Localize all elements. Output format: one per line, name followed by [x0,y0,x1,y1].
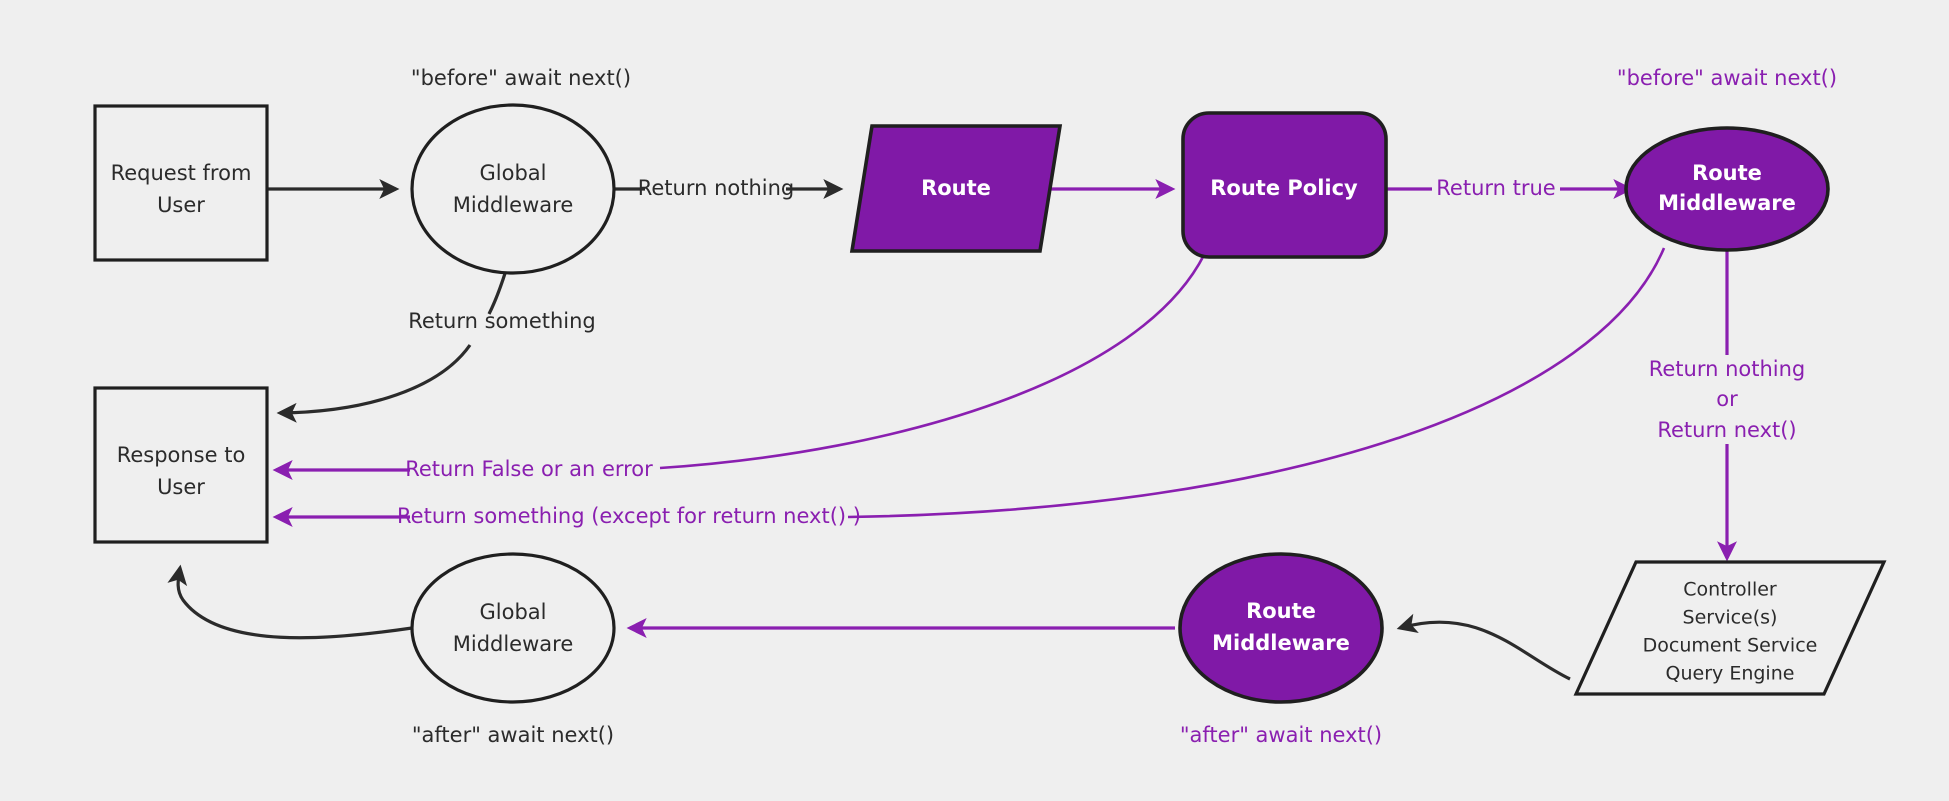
annotation-before-await-next-global: "before" await next() [411,66,631,90]
node-global-middleware-bottom[interactable]: Global Middleware [410,552,616,704]
node-route-middleware-bottom-label-line1: Route [1246,599,1316,623]
node-route-middleware-bottom[interactable]: Route Middleware [1178,552,1384,704]
node-response-to-user-label-line1: Response to [117,443,246,467]
edge-global-middleware-to-response-lower [276,344,472,423]
annotation-after-await-next-route: "after" await next() [1180,723,1382,747]
edge-controller-to-route-middleware-bottom [1396,613,1571,681]
node-route[interactable]: Route [849,124,1063,253]
node-global-middleware-bottom-label-line1: Global [480,600,547,624]
annotation-before-await-next-route: "before" await next() [1617,66,1837,90]
edge-global-middleware-bottom-to-response [167,564,413,640]
node-global-middleware-top-label-line2: Middleware [453,193,574,217]
node-global-middleware-bottom-label-line2: Middleware [453,632,574,656]
edge-label-return-something-top: Return something [408,309,596,333]
node-route-middleware-top-label-line1: Route [1692,161,1762,185]
node-route-middleware-bottom-label-line2: Middleware [1212,631,1350,655]
node-route-label: Route [921,176,991,200]
node-controller-services[interactable]: Controller Service(s) Document Service Q… [1573,560,1887,696]
annotation-after-await-next-global: "after" await next() [412,723,614,747]
node-global-middleware-top[interactable]: Global Middleware [410,103,616,275]
node-route-policy-label: Route Policy [1210,176,1358,200]
node-controller-services-label-line1: Controller [1683,579,1777,601]
node-controller-services-label-line4: Query Engine [1666,663,1795,685]
node-response-to-user-label-line2: User [157,475,205,499]
edge-label-return-nothing-or-next-line1: Return nothing [1649,357,1806,381]
node-request-from-user-label-line2: User [157,193,205,217]
edge-label-return-nothing: Return nothing [638,176,795,200]
node-request-from-user-label-line1: Request from [111,161,252,185]
node-controller-services-label-line3: Document Service [1643,635,1818,657]
node-controller-services-label-line2: Service(s) [1683,607,1778,629]
node-request-from-user[interactable]: Request from User [93,104,269,262]
edge-label-return-nothing-or-next-line3: Return next() [1657,418,1796,442]
node-route-policy[interactable]: Route Policy [1181,111,1388,259]
edge-label-return-false-or-error: Return False or an error [405,457,653,481]
edge-label-return-nothing-or-next-line2: or [1716,387,1738,411]
edge-label-return-true: Return true [1436,176,1555,200]
edge-route-policy-to-response-curve [659,254,1206,470]
node-response-to-user[interactable]: Response to User [93,386,269,544]
edge-route-middleware-to-response-curve [847,247,1666,519]
node-global-middleware-top-label-line1: Global [480,161,547,185]
node-route-middleware-top[interactable]: Route Middleware [1624,126,1830,252]
edge-label-return-something-except: Return something (except for return next… [397,504,861,528]
node-route-middleware-top-label-line2: Middleware [1658,191,1796,215]
